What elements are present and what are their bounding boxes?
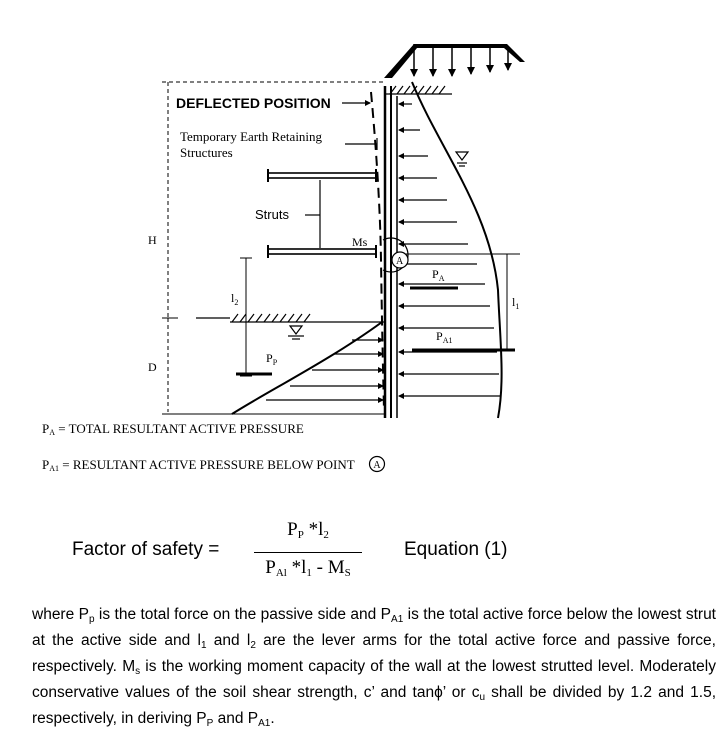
dimension-l2: [240, 257, 252, 377]
fraction-bar: [254, 552, 362, 553]
legend-pa1: PA1 = RESULTANT ACTIVE PRESSURE BELOW PO…: [42, 455, 386, 473]
pa-label: PA: [432, 267, 445, 283]
strut-lower: [267, 245, 377, 258]
factor-of-safety-equation: Factor of safety = PP *l2 PAl *l1 - MS E…: [0, 515, 726, 590]
passive-pressure-curve: [231, 321, 383, 415]
explanation-paragraph: where Pp is the total force on the passi…: [32, 606, 716, 729]
retaining-wall: [383, 86, 398, 418]
d-label: D: [148, 360, 157, 374]
l2-label: l2: [231, 291, 238, 307]
legend-pa-symbol: P: [42, 421, 50, 436]
legend-pa: PA = TOTAL RESULTANT ACTIVE PRESSURE: [42, 421, 304, 437]
pa1-label: PA1: [436, 329, 452, 345]
svg-text:A: A: [373, 460, 381, 471]
excavation-ground-level: [196, 313, 384, 323]
leader-lines: [305, 100, 378, 248]
retaining-wall-diagram: DEFLECTED POSITION Temporary Earth Retai…: [148, 44, 525, 419]
ground-surface-top: [386, 85, 452, 95]
equation-denominator: PAl *l1 - MS: [265, 557, 351, 579]
pp-label: PP: [266, 351, 278, 367]
legend-pa1-text: = RESULTANT ACTIVE PRESSURE BELOW POINT: [59, 457, 355, 472]
legend-pa-text: = TOTAL RESULTANT ACTIVE PRESSURE: [55, 421, 304, 436]
dimension-D: [162, 318, 384, 415]
moment-circle: [382, 237, 409, 273]
point-a-label: A: [396, 256, 404, 267]
temp-retaining-label-1: Temporary Earth Retaining: [180, 129, 323, 144]
equation-numerator: PP *l2: [287, 519, 329, 541]
strut-upper: [267, 169, 377, 182]
water-table-icon: [454, 151, 470, 167]
active-pressure-arrows: [398, 101, 500, 399]
temp-retaining-label-2: Structures: [180, 145, 233, 160]
deflected-position-label: DEFLECTED POSITION: [176, 95, 331, 111]
legend-pa1-symbol: P: [42, 457, 50, 472]
legend-pa1-sub: A1: [49, 464, 60, 473]
ms-label: Ms: [352, 235, 368, 249]
water-table-passive-icon: [288, 325, 304, 340]
dimension-l1: [404, 253, 520, 351]
equation-fraction: PP *l2 PAl *l1 - MS: [254, 519, 362, 589]
passive-pressure-arrows: [266, 337, 384, 403]
point-a-marker-icon: A: [368, 455, 385, 473]
deflected-wall-line: [370, 91, 385, 411]
legend-pa-sub: A: [49, 428, 56, 437]
surcharge-load: [384, 44, 525, 78]
equation-reference: Equation (1): [404, 539, 508, 560]
struts-label: Struts: [255, 207, 289, 222]
h-label: H: [148, 233, 157, 247]
equation-label: Factor of safety =: [72, 539, 220, 560]
dimension-H: [162, 81, 386, 319]
active-pressure-curve: [411, 81, 503, 419]
l1-label: l1: [512, 295, 519, 311]
